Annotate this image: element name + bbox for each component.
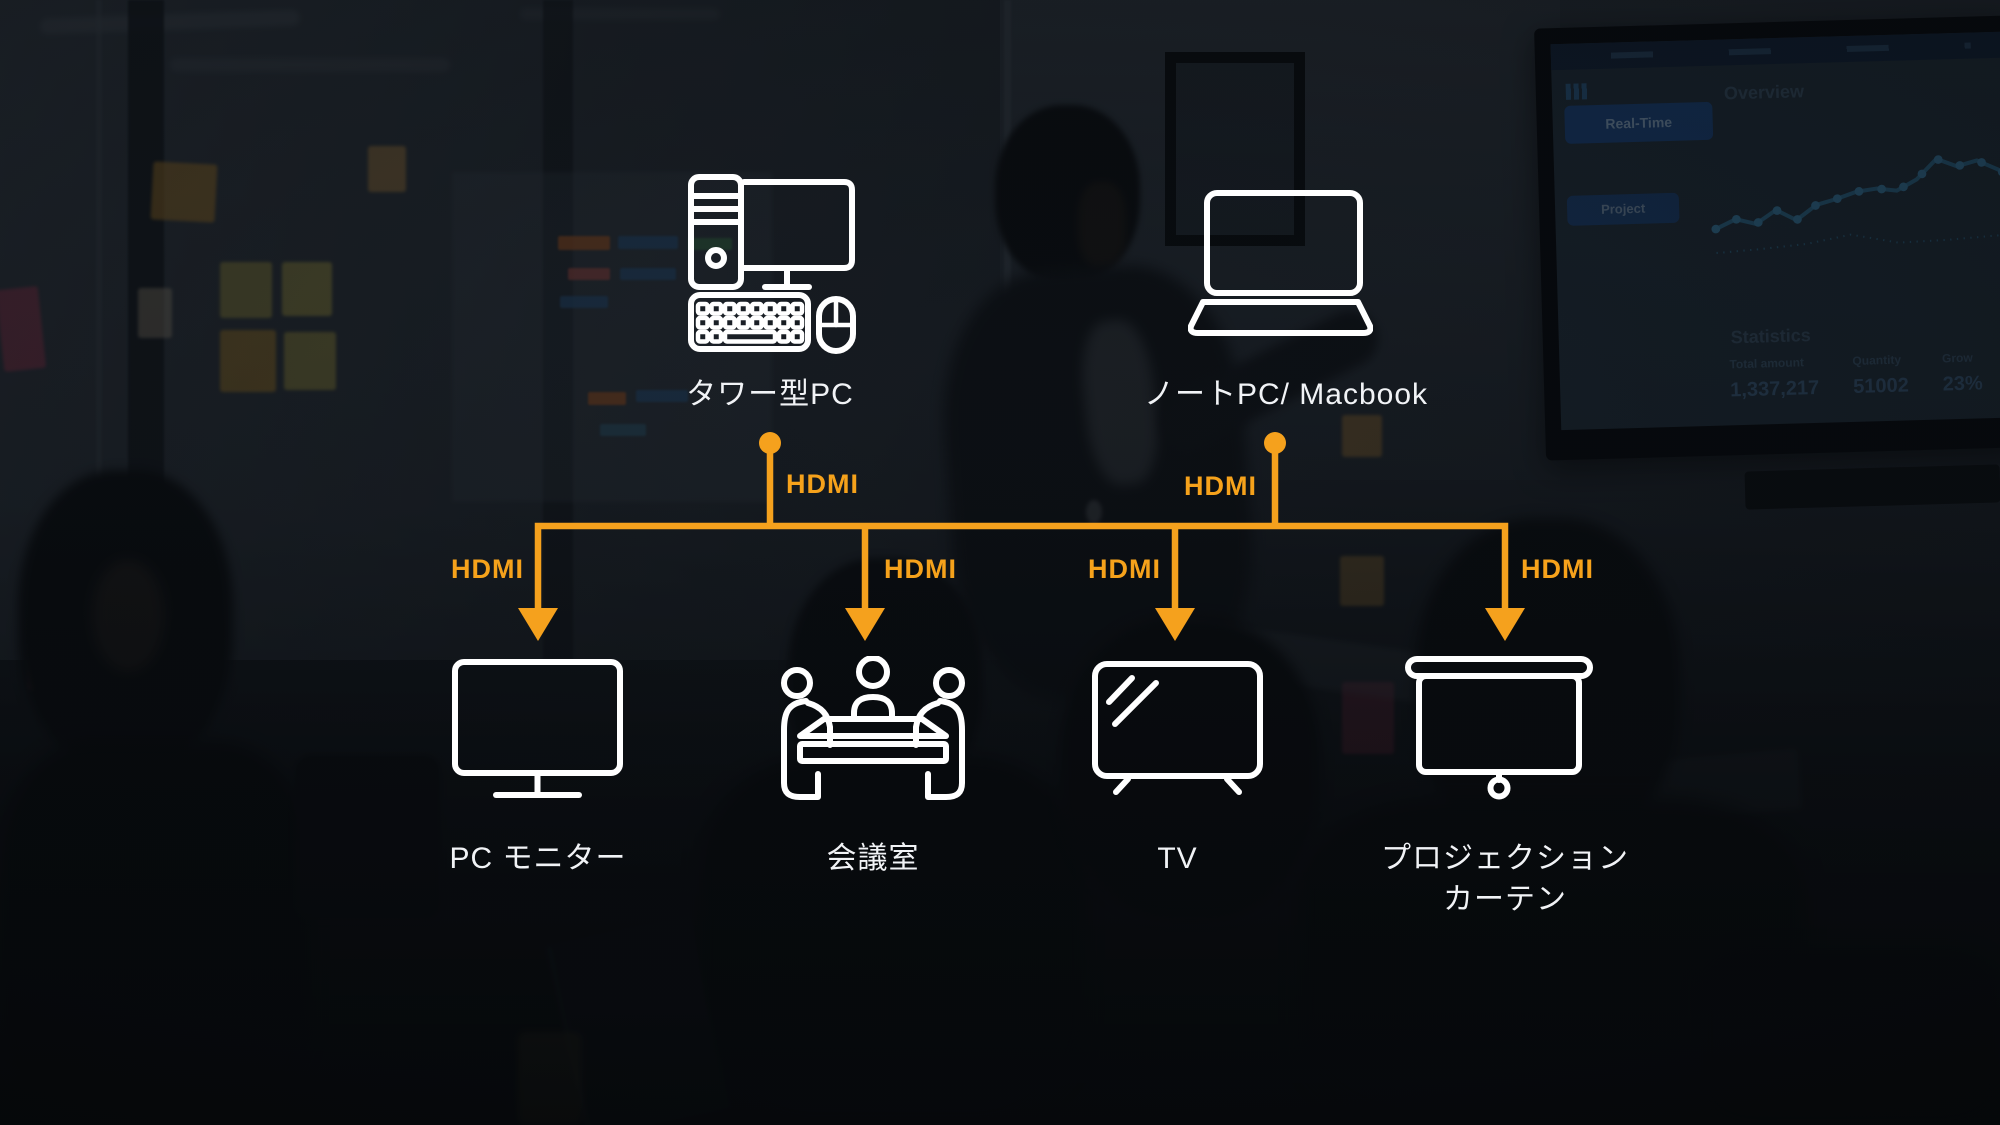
cable-junction-dot (1264, 432, 1286, 454)
hdmi-label-tv-drop: HDMI (1088, 554, 1161, 584)
arrowhead-icon (1155, 608, 1195, 641)
meeting-room-label: 会議室 (826, 842, 920, 875)
tv-icon (1092, 661, 1263, 795)
hdmi-label-tower-feed: HDMI (786, 469, 859, 499)
pc-monitor-label: PC モニター (449, 842, 627, 875)
tv-label: TV (1157, 842, 1198, 875)
pc-monitor-icon (452, 659, 623, 798)
projector-screen-label: プロジェクション カーテン (1360, 838, 1650, 920)
projector-screen-icon (1405, 656, 1593, 800)
desktop-tower-pc-icon (688, 174, 856, 354)
tower-pc-label: タワー型PC (686, 378, 854, 411)
arrowhead-icon (518, 608, 558, 641)
arrowhead-icon (1485, 608, 1525, 641)
arrowhead-icon (845, 608, 885, 641)
hdmi-label-projector-drop: HDMI (1521, 554, 1594, 584)
hdmi-label-meeting-drop: HDMI (884, 554, 957, 584)
laptop-icon (1188, 190, 1373, 336)
meeting-room-icon (781, 656, 965, 800)
hdmi-label-monitor-drop: HDMI (451, 554, 524, 584)
projector-screen-label-line1: プロジェクション (1381, 842, 1629, 875)
cable-junction-dot (759, 432, 781, 454)
projector-screen-label-line2: カーテン (1443, 883, 1567, 916)
cable-bus-line (534, 522, 1509, 612)
hdmi-label-laptop-feed: HDMI (1184, 471, 1257, 501)
laptop-label: ノートPC/ Macbook (1143, 378, 1429, 411)
